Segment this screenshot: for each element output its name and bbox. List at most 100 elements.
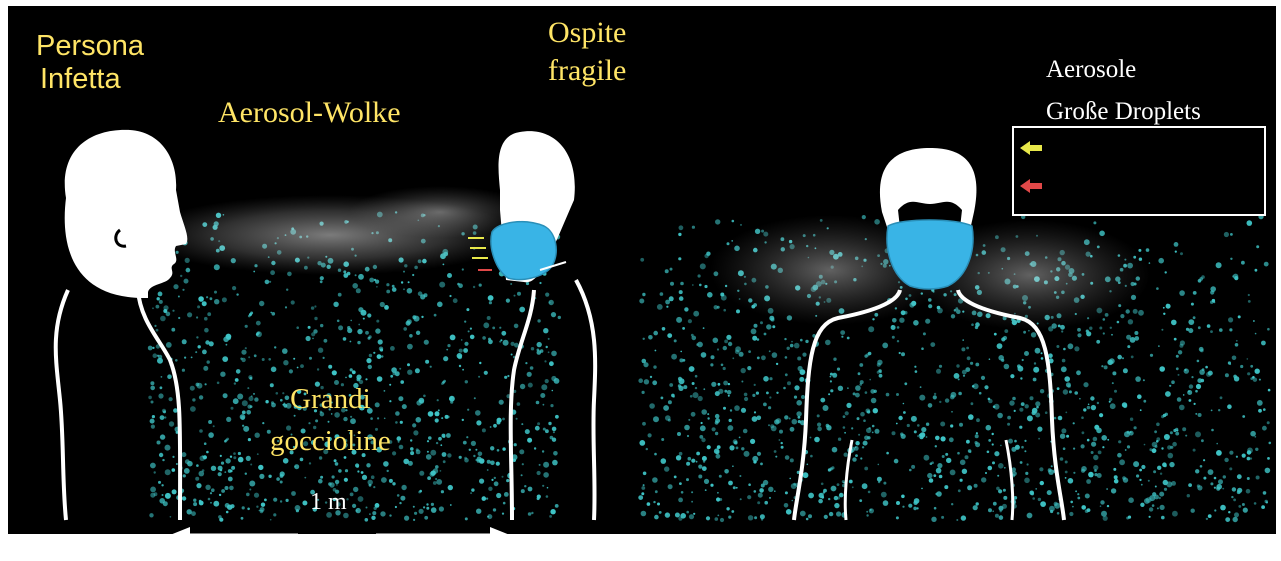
droplet-dot <box>247 387 249 389</box>
droplet-dot <box>951 392 957 398</box>
droplet-dot <box>855 454 858 457</box>
droplet-dot <box>693 392 699 398</box>
droplet-dot <box>1220 396 1223 399</box>
droplet-dot <box>1194 403 1196 405</box>
droplet-dot <box>681 491 684 494</box>
droplet-dot <box>975 441 978 444</box>
droplet-dot <box>300 364 304 368</box>
droplet-dot <box>173 284 178 289</box>
droplet-dot <box>866 353 869 356</box>
droplet-dot <box>879 374 883 378</box>
droplet-dot <box>1263 408 1266 411</box>
droplet-dot <box>941 516 944 519</box>
droplet-dot <box>535 426 540 431</box>
droplet-dot <box>431 507 437 513</box>
droplet-dot <box>204 317 208 321</box>
droplet-dot <box>704 479 709 484</box>
droplet-dot <box>1106 488 1108 490</box>
droplet-dot <box>437 302 443 308</box>
droplet-dot <box>892 336 895 339</box>
droplet-dot <box>639 299 644 304</box>
droplet-dot <box>548 422 551 425</box>
droplet-dot <box>1001 337 1005 341</box>
droplet-dot <box>695 387 697 389</box>
droplet-dot <box>550 404 553 407</box>
droplet-dot <box>206 296 208 298</box>
droplet-dot <box>666 306 668 308</box>
droplet-dot <box>866 511 868 513</box>
droplet-dot <box>787 347 790 350</box>
droplet-dot <box>159 453 163 457</box>
droplet-dot <box>430 450 436 456</box>
droplet-dot <box>821 483 824 486</box>
droplet-dot <box>401 281 403 283</box>
droplet-dot <box>1110 403 1116 409</box>
droplet-dot <box>717 515 719 517</box>
droplet-dot <box>439 282 445 288</box>
droplet-dot <box>1205 366 1208 369</box>
droplet-dot <box>1191 303 1194 306</box>
droplet-dot <box>988 508 992 512</box>
droplet-dot <box>1102 446 1104 448</box>
droplet-dot <box>652 477 658 483</box>
droplet-dot <box>739 352 744 357</box>
droplet-dot <box>997 475 999 477</box>
droplet-dot <box>644 379 649 384</box>
droplet-dot <box>541 384 547 390</box>
droplet-dot <box>1117 355 1122 360</box>
droplet-dot <box>1188 328 1193 333</box>
droplet-dot <box>1101 511 1107 517</box>
droplet-dot <box>350 341 352 343</box>
droplet-dot <box>219 494 221 496</box>
droplet-dot <box>680 513 686 519</box>
droplet-dot <box>784 338 786 340</box>
droplet-dot <box>1159 366 1165 372</box>
droplet-dot <box>150 381 154 385</box>
droplet-dot <box>184 357 186 359</box>
droplet-dot <box>984 385 988 389</box>
droplet-dot <box>1230 258 1232 260</box>
droplet-dot <box>389 514 391 516</box>
droplet-dot <box>933 395 937 399</box>
droplet-dot <box>741 368 746 373</box>
droplet-dot <box>431 503 434 506</box>
droplet-dot <box>1177 397 1182 402</box>
droplet-dot <box>1229 451 1233 455</box>
droplet-dot <box>855 385 861 391</box>
droplet-dot <box>553 431 555 433</box>
droplet-dot <box>202 350 207 355</box>
droplet-dot <box>728 383 730 385</box>
droplet-dot <box>178 317 180 319</box>
droplet-dot <box>1023 331 1026 334</box>
droplet-dot <box>236 369 241 374</box>
droplet-dot <box>1056 345 1059 348</box>
droplet-dot <box>1253 320 1255 322</box>
droplet-dot <box>929 478 934 483</box>
droplet-dot <box>152 307 154 309</box>
droplet-dot <box>843 415 846 418</box>
droplet-dot <box>1242 454 1246 458</box>
droplet-dot <box>502 447 505 450</box>
droplet-dot <box>206 451 209 454</box>
droplet-dot <box>838 386 843 391</box>
droplet-dot <box>1199 369 1205 375</box>
droplet-dot <box>521 474 523 476</box>
droplet-dot <box>399 502 401 504</box>
droplet-dot <box>801 395 805 399</box>
droplet-dot <box>427 451 429 453</box>
droplet-dot <box>1149 262 1151 264</box>
droplet-dot <box>397 436 402 441</box>
droplet-dot <box>642 422 646 426</box>
droplet-dot <box>403 327 407 331</box>
droplet-dot <box>701 422 703 424</box>
legend-box <box>1012 126 1266 216</box>
droplet-dot <box>551 312 556 317</box>
droplet-dot <box>447 273 452 278</box>
droplet-dot <box>486 498 488 500</box>
droplet-dot <box>1040 389 1044 393</box>
droplet-dot <box>907 424 910 427</box>
droplet-dot <box>657 503 660 506</box>
droplet-dot <box>542 450 544 452</box>
droplet-dot <box>260 507 265 512</box>
droplet-dot <box>678 384 681 387</box>
